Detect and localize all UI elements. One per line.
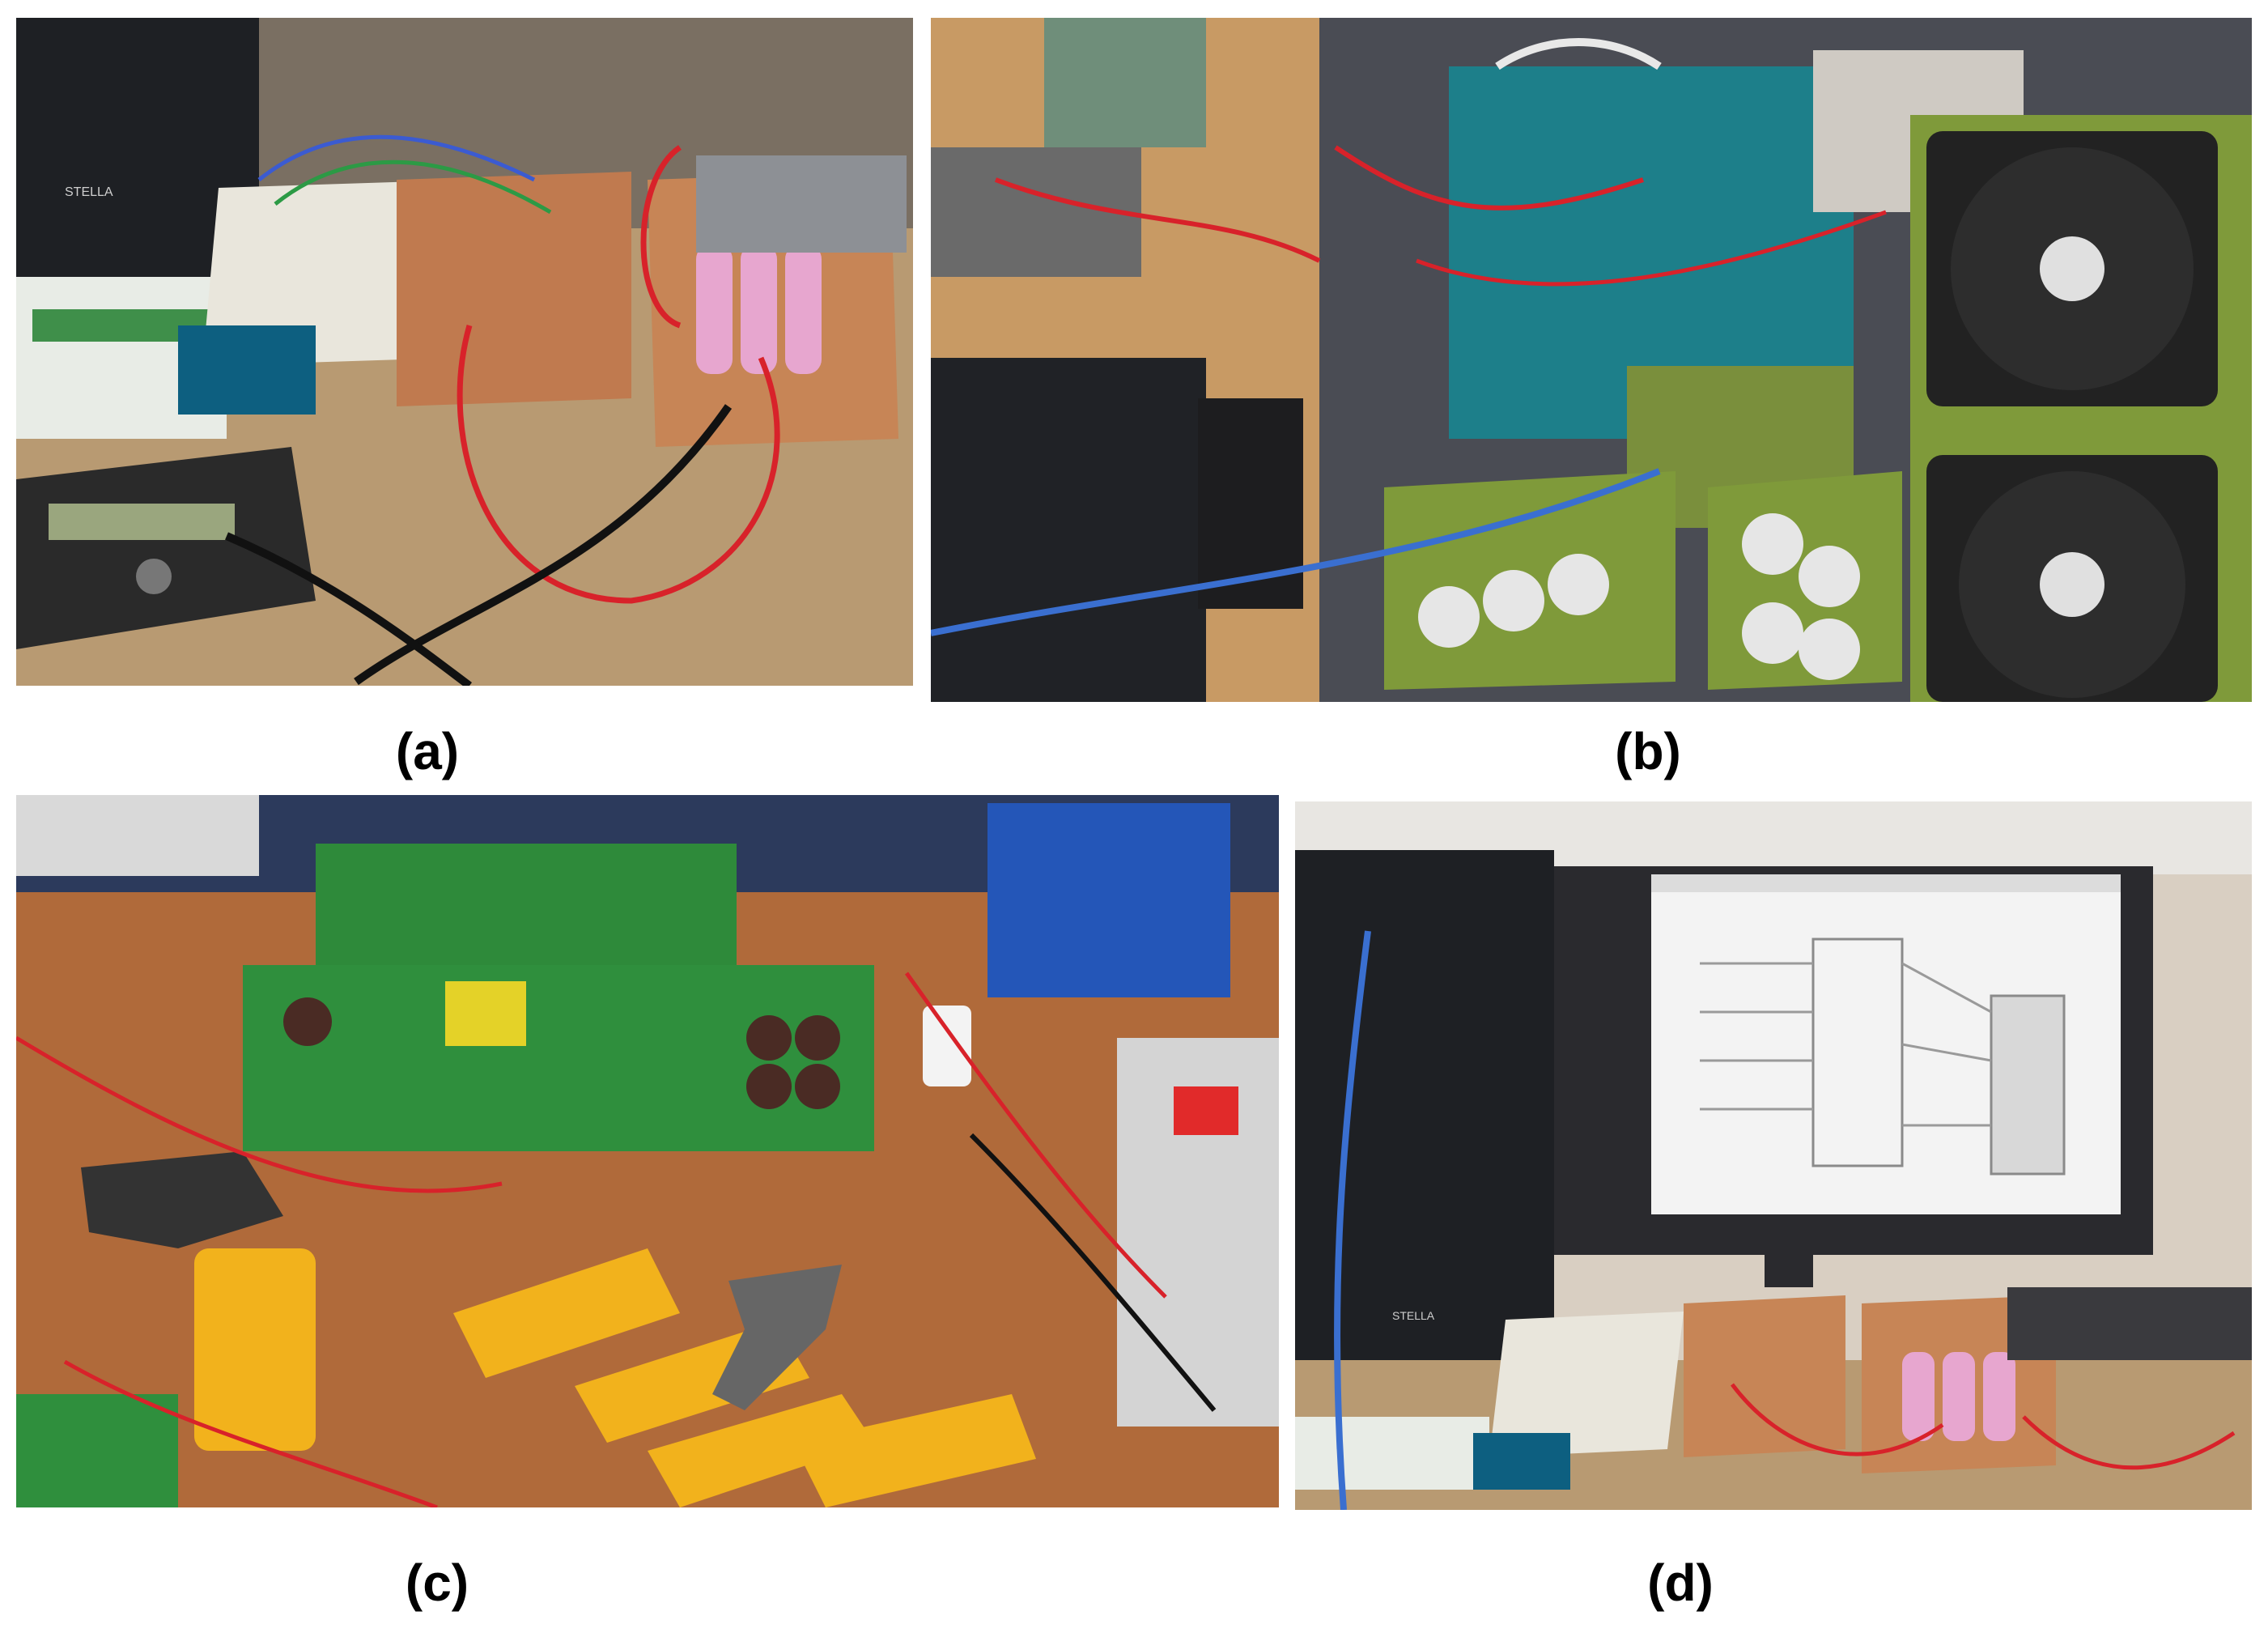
capacitor — [1799, 619, 1860, 680]
microcontroller-board — [1473, 1433, 1570, 1490]
capacitor — [1418, 586, 1480, 648]
capacitor — [1742, 513, 1803, 575]
photo-b-illustration — [931, 18, 2252, 702]
panel-label-b: (b) — [1615, 722, 1681, 780]
battery-cell — [696, 244, 733, 374]
battery-module — [987, 803, 1230, 997]
perf-board — [1684, 1295, 1845, 1457]
perf-board — [397, 172, 631, 406]
battery-cell — [741, 244, 777, 374]
multimeter — [648, 1394, 874, 1507]
multimeter — [194, 1248, 316, 1451]
pc-brand-text: STELLA — [65, 185, 113, 199]
capacitor — [746, 1064, 792, 1109]
capacitor — [746, 1015, 792, 1061]
photo-a-illustration: STELLA — [16, 18, 913, 686]
capacitor — [1799, 546, 1860, 607]
battery-cell — [1943, 1352, 1975, 1441]
photo-panel-c — [16, 795, 1279, 1507]
capacitor — [1483, 570, 1544, 631]
photo-d-illustration: STELLA — [1295, 801, 2252, 1510]
capacitor — [1742, 602, 1803, 664]
clamp — [81, 1151, 283, 1248]
multimeter — [793, 1394, 1036, 1507]
converter-pcb — [243, 965, 874, 1151]
panel-label-c: (c) — [405, 1554, 469, 1612]
keyboard — [2007, 1287, 2252, 1360]
battery-cell — [1983, 1352, 2015, 1441]
photo-panel-b — [931, 18, 2252, 702]
battery-cell — [785, 244, 822, 374]
capacitor — [283, 997, 332, 1046]
transformer — [445, 981, 526, 1046]
pc-case — [1295, 850, 1554, 1384]
photo-panel-a: STELLA — [16, 18, 913, 686]
battery-cell — [1902, 1352, 1935, 1441]
pc-brand-text: STELLA — [1392, 1309, 1435, 1322]
multimeter — [16, 447, 316, 649]
panel-label-a: (a) — [395, 722, 460, 780]
capacitor — [795, 1064, 840, 1109]
panel-label-d: (d) — [1647, 1554, 1714, 1612]
breadboard — [1489, 1312, 1684, 1457]
microcontroller-board — [178, 325, 316, 415]
relay-board — [1044, 18, 1206, 147]
multimeter — [453, 1248, 680, 1378]
thermometer-gun — [712, 1265, 842, 1410]
capacitor — [1548, 554, 1609, 615]
photo-panel-d: STELLA — [1295, 801, 2252, 1510]
photo-c-illustration — [16, 795, 1279, 1507]
capacitor — [795, 1015, 840, 1061]
